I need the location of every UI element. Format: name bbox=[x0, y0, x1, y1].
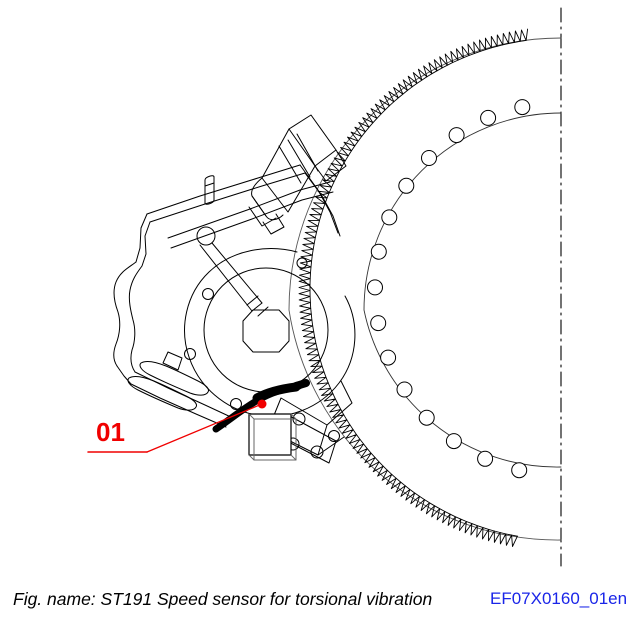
starter-motor bbox=[248, 114, 347, 235]
flywheel-face-arc bbox=[363, 112, 562, 468]
flywheel-bolt-hole bbox=[448, 127, 465, 144]
flywheel-bolt-hole bbox=[445, 433, 462, 450]
flywheel-bolt-hole bbox=[381, 209, 398, 226]
speed-sensor-block bbox=[248, 413, 297, 461]
figure-document-code: EF07X0160_01en bbox=[490, 589, 628, 608]
sensor-cable bbox=[212, 379, 310, 433]
drawing-canvas: 01 bbox=[87, 7, 562, 567]
flywheel-bolt-hole bbox=[380, 349, 397, 366]
figure-caption-bar: Fig. name: ST191 Speed sensor for torsio… bbox=[0, 575, 636, 628]
sensor-mount-bracket bbox=[267, 380, 353, 464]
callout-01-label: 01 bbox=[96, 417, 125, 447]
flywheel-bolt-hole bbox=[480, 109, 497, 126]
flywheel-ring-gear bbox=[298, 28, 529, 547]
flywheel-assembly bbox=[288, 28, 562, 547]
flywheel-bolt-hole bbox=[367, 279, 383, 296]
octagonal-hub bbox=[242, 309, 290, 353]
housing-top-pin bbox=[204, 175, 215, 205]
flywheel-bolt-hole bbox=[477, 450, 494, 467]
flywheel-bolt-hole bbox=[370, 315, 387, 332]
flywheel-bolt-hole bbox=[370, 243, 387, 260]
figure-name-text: Fig. name: ST191 Speed sensor for torsio… bbox=[13, 589, 433, 609]
flywheel-bolt-hole bbox=[396, 381, 413, 398]
callout-01-leader bbox=[87, 399, 267, 453]
flywheel-bolt-hole bbox=[511, 462, 528, 479]
link-rod-arm bbox=[196, 226, 269, 317]
housing-foot-rails bbox=[127, 351, 209, 411]
flywheel-bolt-circle bbox=[367, 99, 531, 479]
engineering-drawing: 01 bbox=[87, 7, 562, 567]
flywheel-bolt-hole bbox=[514, 99, 531, 116]
flywheel-bolt-hole bbox=[421, 150, 437, 166]
flywheel-bolt-hole bbox=[398, 177, 415, 194]
gearbox-housing bbox=[113, 164, 341, 428]
flywheel-bolt-hole bbox=[418, 409, 435, 426]
